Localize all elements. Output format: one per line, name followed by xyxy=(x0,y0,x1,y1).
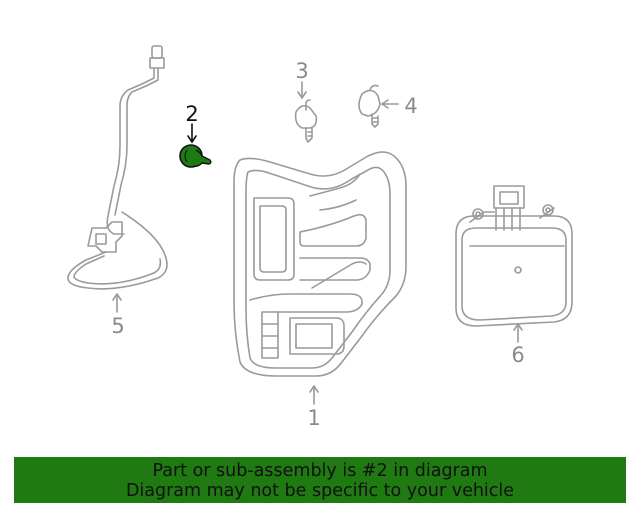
callout-label-4: 4 xyxy=(404,94,417,118)
callout-label-6: 6 xyxy=(511,343,524,367)
leader-lines xyxy=(112,81,523,405)
callout-label-3: 3 xyxy=(295,59,308,83)
lamp-housing-part-6[interactable] xyxy=(455,185,573,327)
bolt-part-3[interactable] xyxy=(294,99,318,143)
part-info-banner: Part or sub-assembly is #2 in diagram Di… xyxy=(14,457,626,503)
grommet-part-2[interactable] xyxy=(179,144,212,168)
leader-line-part-2 xyxy=(187,123,197,144)
banner-line-part-reference: Part or sub-assembly is #2 in diagram xyxy=(152,461,488,481)
bolt-part-4[interactable] xyxy=(358,84,381,128)
callout-label-5: 5 xyxy=(111,314,124,338)
callout-label-2: 2 xyxy=(185,102,198,126)
tail-lamp-part-1[interactable] xyxy=(233,151,407,377)
banner-line-disclaimer: Diagram may not be specific to your vehi… xyxy=(125,481,515,501)
callout-label-1: 1 xyxy=(307,406,320,430)
wiring-harness-part-5[interactable] xyxy=(67,45,168,290)
